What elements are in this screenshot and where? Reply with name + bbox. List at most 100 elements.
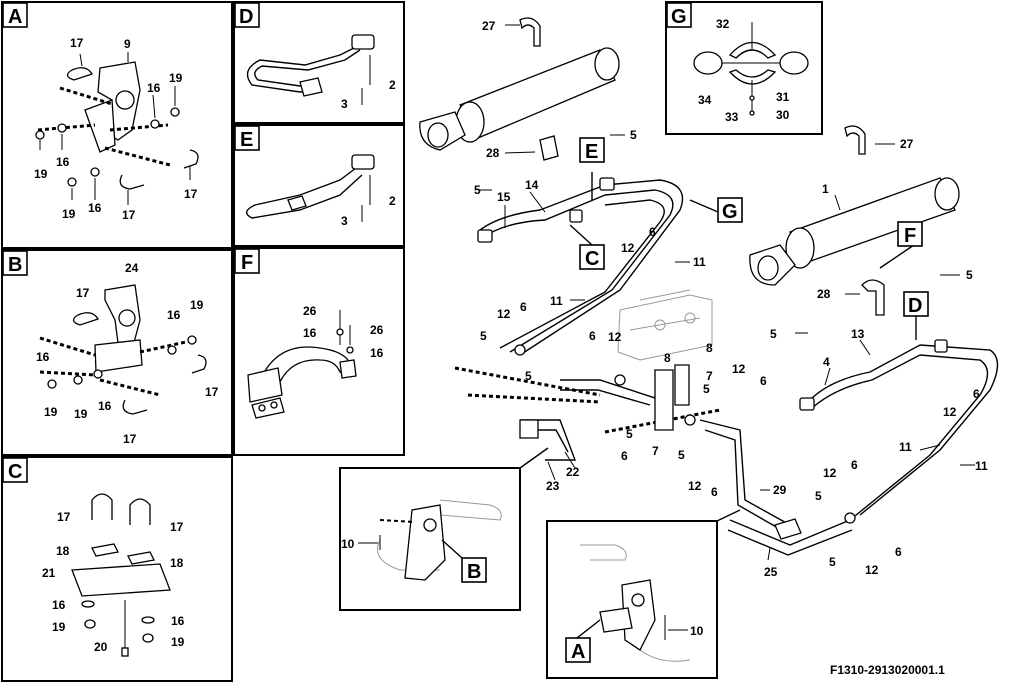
main-callout-c: C xyxy=(585,248,599,270)
panel-g-frame xyxy=(665,1,823,135)
callout-a-letter: A xyxy=(571,641,585,663)
panel-f-letter: F xyxy=(241,252,253,274)
panel-a-labels: 9 17 19 16 16 19 19 16 17 17 xyxy=(34,36,198,222)
main-callout-g: G xyxy=(722,201,738,223)
label: 5 xyxy=(630,128,637,142)
label: 12 xyxy=(732,362,746,376)
label: 16 xyxy=(88,201,102,215)
panel-g-labels: 32 34 31 33 30 xyxy=(698,17,790,124)
panel-b-letter: B xyxy=(8,254,22,276)
label: 16 xyxy=(171,614,185,628)
label: 14 xyxy=(525,178,539,192)
label: 3 xyxy=(341,214,348,228)
label: 12 xyxy=(497,307,511,321)
label: 5 xyxy=(829,555,836,569)
panel-c-frame xyxy=(1,456,233,682)
label: 24 xyxy=(125,261,139,275)
label: 16 xyxy=(147,81,161,95)
panel-d-drawing xyxy=(246,34,375,105)
panel-a-frame xyxy=(1,1,233,249)
label: 19 xyxy=(62,207,76,221)
main-right-labels: 27 1 5 28 5 13 4 12 6 11 11 12 6 5 5 6 1… xyxy=(690,137,988,638)
label: 26 xyxy=(303,304,317,318)
label: 16 xyxy=(52,598,66,612)
main-left-labels: 27 5 28 5 15 14 12 6 11 11 12 6 5 5 12 6… xyxy=(341,19,718,551)
label: 16 xyxy=(36,350,50,364)
panel-f-labels: 26 16 26 16 xyxy=(303,304,384,360)
label: 5 xyxy=(474,183,481,197)
label: 28 xyxy=(486,146,500,160)
callout-a-frame xyxy=(546,520,718,679)
label: 34 xyxy=(698,93,712,107)
panel-g-letter: G xyxy=(671,6,687,28)
main-callout-d: D xyxy=(908,295,922,317)
panel-b-frame xyxy=(1,249,233,456)
label: 16 xyxy=(303,326,317,340)
leader-lines xyxy=(358,24,975,631)
label: 6 xyxy=(711,485,718,499)
label: 11 xyxy=(975,459,988,473)
label: 1 xyxy=(822,182,829,196)
label: 6 xyxy=(649,225,656,239)
label: 11 xyxy=(550,294,563,308)
label: 7 xyxy=(652,444,659,458)
label: 19 xyxy=(52,620,66,634)
left-boom-cylinder xyxy=(419,17,620,161)
label: 6 xyxy=(621,449,628,463)
label: 17 xyxy=(205,385,219,399)
label: 15 xyxy=(497,190,511,204)
panel-c-letter: C xyxy=(8,461,22,483)
label: 12 xyxy=(688,479,702,493)
label: 19 xyxy=(169,71,183,85)
label: 3 xyxy=(341,97,348,111)
label: 17 xyxy=(122,208,136,222)
label: 5 xyxy=(703,382,710,396)
label: 19 xyxy=(171,635,185,649)
label: 10 xyxy=(341,537,355,551)
callout-b-letter: B xyxy=(467,561,481,583)
label: 17 xyxy=(123,432,137,446)
label: 23 xyxy=(546,479,560,493)
label: 5 xyxy=(678,448,685,462)
panel-f-drawing xyxy=(247,310,357,419)
label: 26 xyxy=(370,323,384,337)
label: 16 xyxy=(370,346,384,360)
label: 22 xyxy=(566,465,580,479)
panel-e-drawing xyxy=(246,154,375,222)
label: 16 xyxy=(98,399,112,413)
label: 13 xyxy=(851,327,865,341)
label: 8 xyxy=(664,351,671,365)
label: 17 xyxy=(70,36,84,50)
label: 5 xyxy=(525,369,532,383)
panel-a-letter: A xyxy=(8,6,22,28)
label: 12 xyxy=(621,241,635,255)
label: 8 xyxy=(706,341,713,355)
label: 6 xyxy=(520,300,527,314)
label: 5 xyxy=(480,329,487,343)
label: 20 xyxy=(94,640,108,654)
label: 5 xyxy=(815,489,822,503)
panel-d-labels: 2 3 xyxy=(341,78,396,111)
label: 21 xyxy=(42,566,56,580)
label: 17 xyxy=(170,520,184,534)
label: 30 xyxy=(776,108,790,122)
panel-c-labels: 17 17 18 18 21 16 16 19 19 20 xyxy=(42,510,185,654)
label: 6 xyxy=(851,458,858,472)
label: 16 xyxy=(167,308,181,322)
label: 17 xyxy=(57,510,71,524)
label: 19 xyxy=(34,167,48,181)
label: 33 xyxy=(725,110,739,124)
label: 25 xyxy=(764,565,778,579)
label: 12 xyxy=(608,330,622,344)
panel-e-frame xyxy=(233,124,405,247)
panel-a-drawing xyxy=(35,52,199,205)
detail-letter-boxes: A B C D E F G E C G F D B A xyxy=(2,2,929,663)
label: 19 xyxy=(74,407,88,421)
label: 12 xyxy=(865,563,879,577)
label: 32 xyxy=(716,17,730,31)
label: 10 xyxy=(690,624,704,638)
label: 12 xyxy=(823,466,837,480)
small-fittings xyxy=(477,177,948,540)
label: 17 xyxy=(76,286,90,300)
label: 18 xyxy=(56,544,70,558)
